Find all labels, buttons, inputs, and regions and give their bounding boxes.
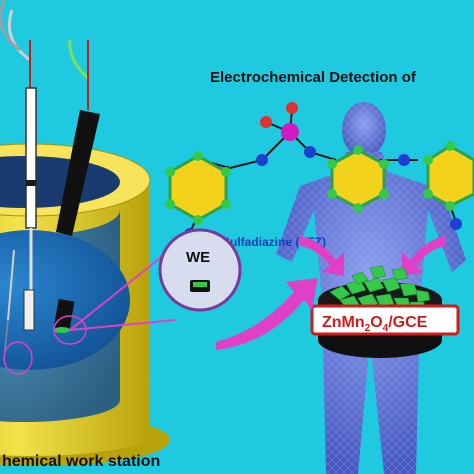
title-text: Electrochemical Detection of bbox=[210, 69, 417, 86]
highlight-ring-right bbox=[53, 315, 87, 345]
highlight-ring-left bbox=[3, 341, 33, 375]
working-electrode bbox=[53, 39, 100, 333]
sulfadiazine-molecule bbox=[165, 102, 474, 240]
station-label: hemical work station bbox=[2, 453, 160, 470]
we-zoom-callout: WE bbox=[3, 228, 242, 375]
binding-arrows bbox=[300, 236, 446, 276]
electrode-label: ZnMn2O4/GCE bbox=[322, 314, 428, 334]
we-label: WE bbox=[186, 249, 210, 266]
immersed-electrodes bbox=[23, 289, 35, 331]
transfer-arrow bbox=[216, 278, 318, 350]
zn-mn-electrode: ZnMn2O4/GCE bbox=[310, 265, 460, 358]
sulfur-atom bbox=[281, 123, 299, 141]
